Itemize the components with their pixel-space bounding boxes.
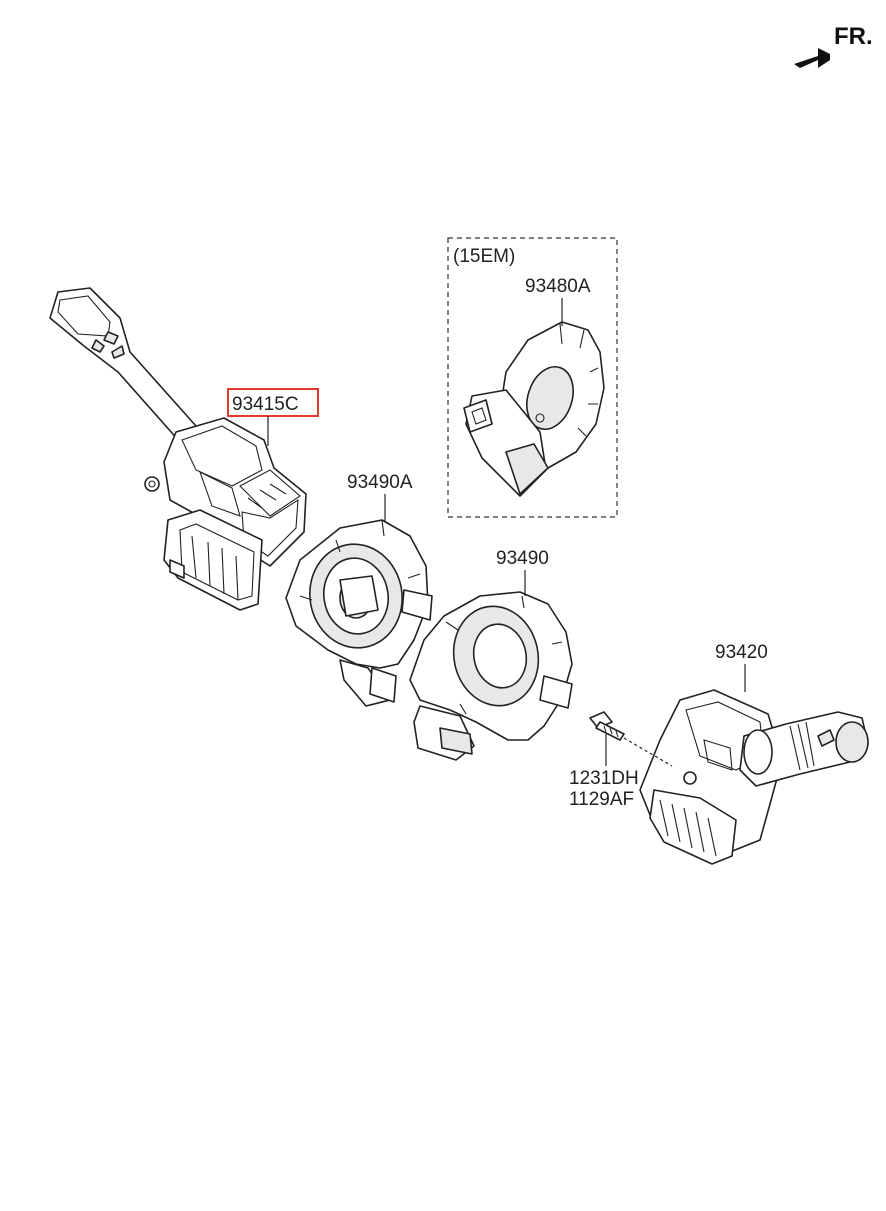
part-light-switch[interactable] xyxy=(49,287,307,611)
part-screw[interactable] xyxy=(589,711,673,767)
callout-93420[interactable]: 93420 xyxy=(715,642,768,692)
variant-box-outline xyxy=(447,237,618,518)
callout-93490a[interactable]: 93490A xyxy=(347,472,413,522)
part-wiper-switch[interactable] xyxy=(639,689,869,865)
front-direction-indicator: FR. xyxy=(794,23,873,68)
callout-93415c[interactable]: 93415C xyxy=(227,388,319,446)
part-steering-angle-sensor[interactable] xyxy=(463,321,605,497)
part-number-93480a[interactable]: 93480A xyxy=(525,276,591,297)
front-label: FR. xyxy=(834,23,873,50)
part-number-93415c[interactable]: 93415C xyxy=(232,394,299,415)
part-number-1129af[interactable]: 1129AF xyxy=(569,789,634,810)
part-number-93490[interactable]: 93490 xyxy=(496,548,549,569)
highlight-box xyxy=(227,388,319,417)
part-number-93420[interactable]: 93420 xyxy=(715,642,768,663)
callout-93480a[interactable]: 93480A xyxy=(525,276,591,326)
part-clock-spring-a[interactable] xyxy=(285,519,433,707)
part-number-93490a[interactable]: 93490A xyxy=(347,472,413,493)
part-clock-spring[interactable] xyxy=(409,591,573,761)
part-number-1231dh[interactable]: 1231DH xyxy=(569,768,639,789)
variant-box-15em: (15EM) xyxy=(447,237,618,518)
callout-93490[interactable]: 93490 xyxy=(496,548,549,596)
variant-box-label: (15EM) xyxy=(453,246,515,267)
callout-1231dh-1129af[interactable]: 1231DH 1129AF xyxy=(569,734,639,810)
front-arrow-icon xyxy=(794,48,830,68)
